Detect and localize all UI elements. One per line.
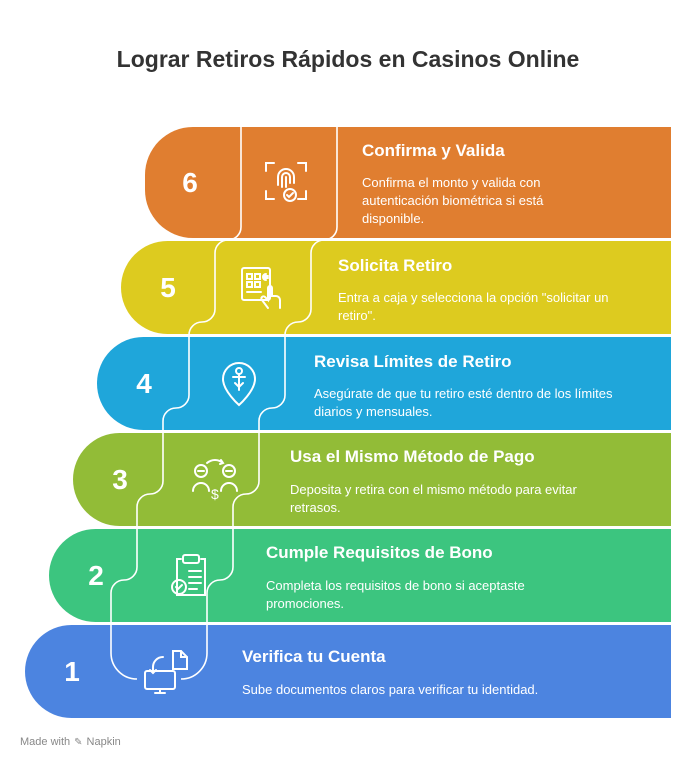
page-title: Lograr Retiros Rápidos en Casinos Online <box>116 46 580 72</box>
footer-made-with: Made with <box>20 736 71 748</box>
step-title: Usa el Mismo Método de Pago <box>290 447 535 466</box>
step-5: 5 Solicita Retiro Entra a caja y selecci… <box>121 241 671 334</box>
footer-attribution: Made with ✎ Napkin <box>20 736 121 748</box>
step-1: 1 Verifica tu Cuenta Sube documentos cla… <box>25 625 671 718</box>
limit-pin-icon <box>215 359 263 407</box>
step-3: 3 $ Usa el Mismo Método de Pago Deposita… <box>73 433 671 526</box>
step-description: Entra a caja y selecciona la opción "sol… <box>338 290 609 323</box>
document-upload-icon <box>143 647 191 695</box>
step-description: Confirma el monto y valida con autentica… <box>362 175 544 226</box>
checklist-icon <box>167 551 215 599</box>
step-description: Deposita y retira con el mismo método pa… <box>290 482 577 515</box>
step-title: Confirma y Valida <box>362 141 505 160</box>
step-description: Asegúrate de que tu retiro esté dentro d… <box>314 386 613 419</box>
step-description: Sube documentos claros para verificar tu… <box>242 682 539 697</box>
step-number: 3 <box>112 463 128 495</box>
step-number: 1 <box>64 655 80 687</box>
footer-brand: Napkin <box>86 736 121 748</box>
atm-touch-icon <box>238 264 286 312</box>
payment-exchange-icon: $ <box>191 455 239 503</box>
step-number: 2 <box>88 559 104 591</box>
step-4: 4 Revisa Límites de Retiro Asegúrate de … <box>97 337 671 430</box>
svg-text:$: $ <box>211 486 219 502</box>
napkin-logo-icon: ✎ <box>74 736 83 748</box>
step-title: Verifica tu Cuenta <box>242 647 386 666</box>
fingerprint-icon <box>262 157 310 205</box>
step-6: 6 Confirma y Valida Confirma el monto y … <box>145 127 671 238</box>
step-number: 4 <box>136 367 152 399</box>
step-title: Cumple Requisitos de Bono <box>266 543 493 562</box>
step-title: Revisa Límites de Retiro <box>314 352 512 371</box>
step-number: 6 <box>182 166 198 198</box>
step-description: Completa los requisitos de bono si acept… <box>266 578 525 611</box>
step-number: 5 <box>160 271 176 303</box>
step-2: 2 Cumple Requisitos de Bono Completa los… <box>49 529 671 622</box>
step-title: Solicita Retiro <box>338 256 453 275</box>
